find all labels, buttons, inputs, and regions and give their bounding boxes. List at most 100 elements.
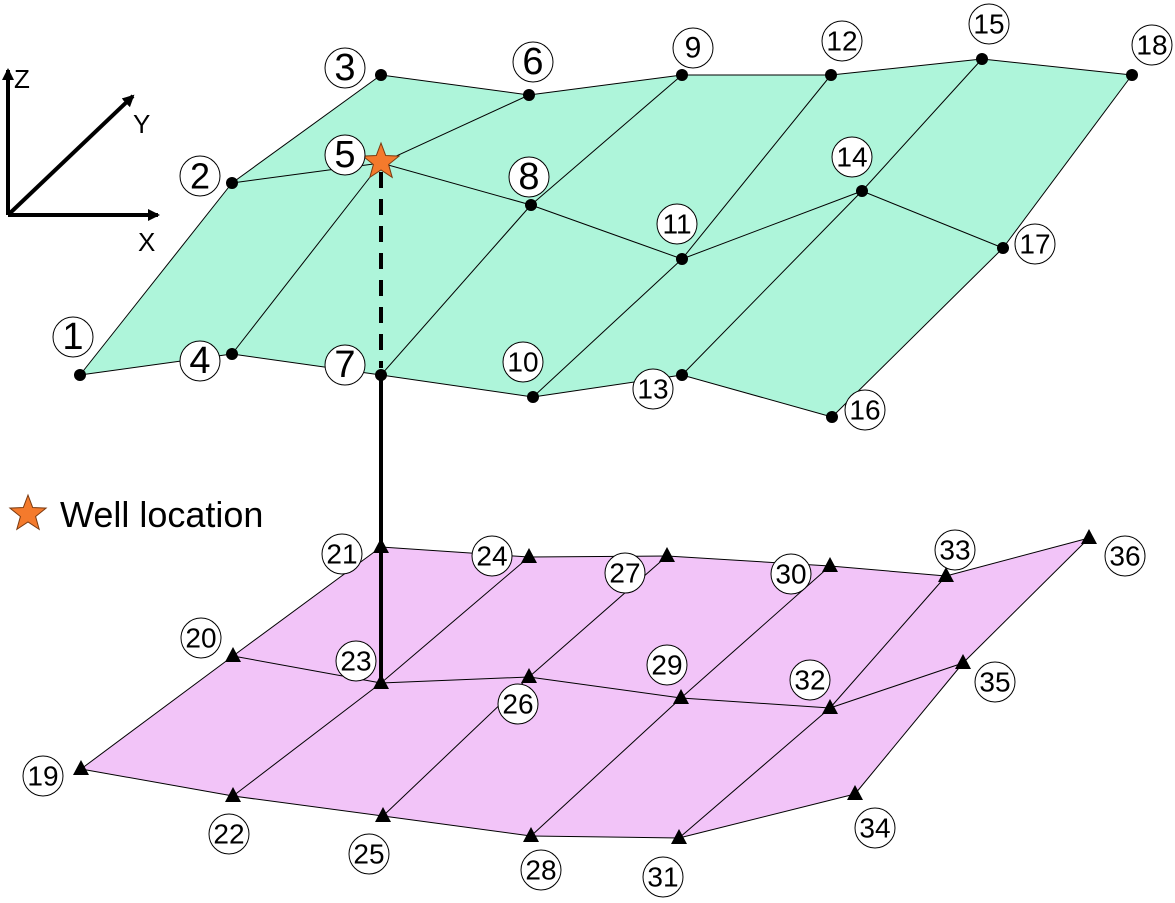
node-marker-19 — [73, 760, 89, 775]
node-label-text: 35 — [979, 667, 1010, 698]
node-marker-20 — [225, 647, 241, 662]
node-label-30: 30 — [770, 553, 812, 595]
node-marker-17 — [997, 242, 1009, 254]
lower-surface-fill — [81, 538, 1089, 838]
upper-grid-line — [380, 74, 530, 96]
node-label-circle — [335, 640, 377, 682]
node-label-circle — [854, 807, 896, 849]
node-label-text: 22 — [213, 819, 244, 850]
lower-grid-line — [829, 662, 964, 709]
node-label-circle — [512, 41, 554, 83]
node-label-text: 34 — [859, 813, 890, 844]
node-marker-1 — [74, 369, 86, 381]
node-label-8: 8 — [508, 156, 550, 198]
node-label-1: 1 — [52, 316, 94, 358]
upper-surface-fill — [80, 59, 1132, 417]
lower-grid-line — [678, 707, 831, 839]
upper-grid-line — [532, 258, 683, 398]
upper-grid-line — [861, 58, 983, 192]
node-marker-14 — [856, 185, 868, 197]
upper-grid-line — [681, 74, 832, 260]
node-label-text: 30 — [775, 559, 806, 590]
node-label-circle — [508, 156, 550, 198]
node-label-10: 10 — [502, 341, 544, 383]
node-label-20: 20 — [180, 617, 222, 659]
node-label-text: 17 — [1019, 229, 1050, 260]
node-label-33: 33 — [934, 529, 976, 571]
node-label-circle — [180, 617, 222, 659]
upper-grid-line — [1002, 74, 1133, 249]
node-marker-34 — [847, 785, 863, 800]
node-marker-28 — [523, 827, 539, 842]
node-marker-18 — [1126, 69, 1138, 81]
node-label-34: 34 — [854, 807, 896, 849]
legend-star-shape — [8, 493, 48, 531]
node-label-circle — [672, 27, 714, 69]
node-label-text: 32 — [794, 665, 825, 696]
node-marker-3 — [375, 69, 387, 81]
node-label-circle — [497, 683, 539, 725]
node-marker-25 — [375, 807, 391, 822]
node-label-text: 5 — [334, 134, 355, 176]
node-label-circle — [646, 644, 688, 686]
node-label-circle — [632, 368, 674, 410]
node-marker-13 — [676, 369, 688, 381]
node-marker-30 — [822, 557, 838, 572]
node-label-4: 4 — [179, 340, 221, 382]
node-label-circle — [821, 20, 863, 62]
node-label-circle — [831, 136, 873, 178]
node-label-circle — [179, 155, 221, 197]
node-label-circle — [1104, 535, 1146, 577]
node-label-circle — [844, 389, 886, 431]
node-label-circle — [22, 755, 64, 797]
node-label-text: 26 — [502, 689, 533, 720]
lower-grid-line — [678, 793, 856, 839]
node-label-35: 35 — [974, 661, 1016, 703]
node-label-circle — [968, 3, 1010, 45]
node-marker-24 — [521, 548, 537, 563]
node-label-text: 9 — [685, 32, 702, 65]
lower-grid-line — [530, 835, 680, 839]
node-label-text: 4 — [189, 340, 210, 382]
node-label-text: 33 — [939, 535, 970, 566]
upper-grid-line — [861, 190, 1004, 249]
node-label-circle — [1131, 24, 1173, 66]
node-marker-26 — [521, 668, 537, 683]
node-marker-4 — [226, 348, 238, 360]
node-label-19: 19 — [22, 755, 64, 797]
node-label-circle — [179, 340, 221, 382]
node-marker-15 — [976, 53, 988, 65]
node-label-text: 14 — [836, 142, 867, 173]
lower-grid-line — [380, 556, 530, 684]
node-label-7: 7 — [324, 344, 366, 386]
node-label-text: 25 — [353, 839, 384, 870]
y-axis-line — [6, 94, 135, 217]
upper-grid-line — [830, 58, 983, 76]
upper-grid-line — [528, 74, 683, 96]
lower-grid-line — [80, 768, 234, 797]
node-marker-10 — [527, 391, 539, 403]
node-label-text: 18 — [1136, 30, 1167, 61]
node-label-text: 1 — [62, 316, 83, 358]
node-label-text: 11 — [662, 209, 691, 240]
node-marker-9 — [676, 69, 688, 81]
upper-grid-line — [380, 204, 532, 376]
node-label-26: 26 — [497, 683, 539, 725]
node-label-14: 14 — [831, 136, 873, 178]
lower-grid-line — [530, 697, 682, 837]
node-label-text: 27 — [609, 558, 640, 589]
node-label-text: 28 — [525, 855, 556, 886]
node-label-text: 8 — [518, 156, 539, 198]
lower-grid-line — [829, 575, 947, 709]
node-label-12: 12 — [821, 20, 863, 62]
lower-grid-line — [528, 676, 682, 699]
node-label-text: 31 — [647, 862, 678, 893]
node-labels: 1234567891011121314151617181920212223242… — [22, 3, 1173, 898]
node-label-text: 16 — [849, 395, 880, 426]
node-label-27: 27 — [604, 552, 646, 594]
node-label-24: 24 — [471, 535, 513, 577]
upper-grid-line — [380, 374, 534, 398]
node-label-21: 21 — [321, 533, 363, 575]
node-label-circle — [502, 341, 544, 383]
node-label-29: 29 — [646, 644, 688, 686]
